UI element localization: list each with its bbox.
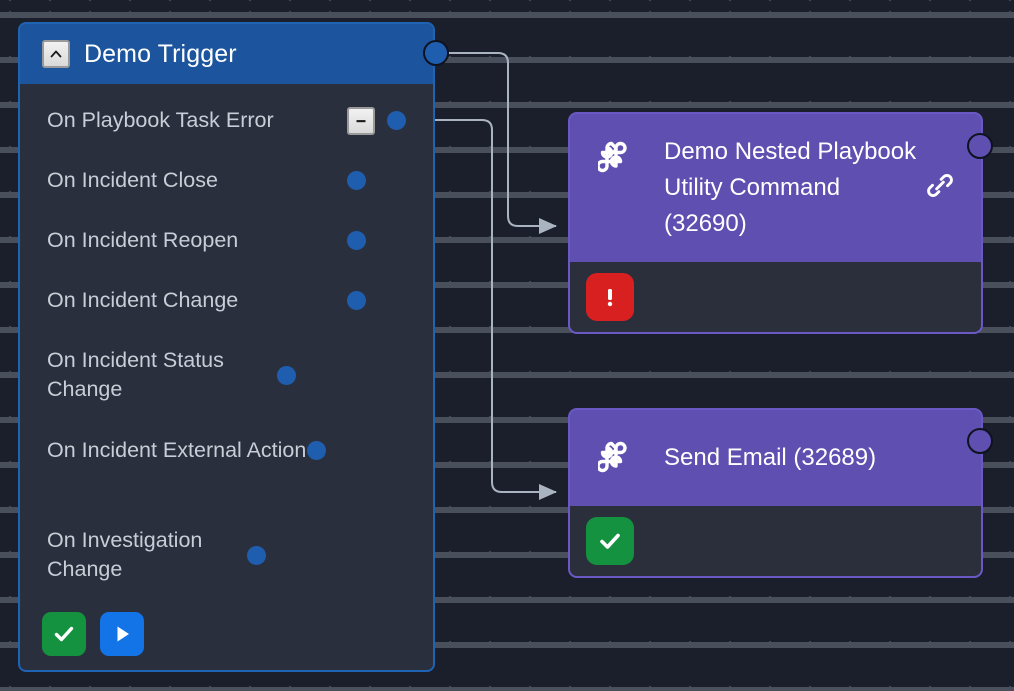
trigger-output-port[interactable] (423, 40, 449, 66)
task-node-status-bar (570, 262, 981, 332)
chevron-up-icon[interactable] (42, 40, 70, 68)
trigger-node-footer (42, 612, 144, 656)
trigger-row-on-incident-close[interactable]: On Incident Close (20, 166, 433, 195)
command-icon (596, 437, 638, 482)
link-icon[interactable] (925, 171, 955, 206)
task-node-demo-nested-playbook-utility-command[interactable]: Demo Nested Playbook Utility Command (32… (568, 112, 983, 334)
task-node-status-bar (570, 506, 981, 576)
trigger-row-label: On Investigation Change (47, 528, 203, 581)
task-node-header[interactable]: Demo Nested Playbook Utility Command (32… (570, 114, 981, 262)
command-icon (596, 137, 638, 182)
trigger-row-on-investigation-change[interactable]: On Investigation Change (20, 526, 433, 584)
minus-icon[interactable] (347, 106, 375, 135)
check-icon[interactable] (42, 612, 86, 656)
trigger-row-output-port[interactable] (247, 545, 266, 565)
trigger-node[interactable]: Demo Trigger On Playbook Task Error On I… (18, 22, 435, 672)
trigger-row-output-port[interactable] (387, 111, 406, 130)
trigger-row-output-port[interactable] (347, 291, 366, 310)
check-icon[interactable] (586, 517, 634, 565)
trigger-node-body: On Playbook Task Error On Incident Close… (20, 84, 433, 670)
error-icon[interactable] (586, 273, 634, 321)
trigger-row-on-incident-change[interactable]: On Incident Change (20, 286, 433, 315)
trigger-node-header[interactable]: Demo Trigger (20, 24, 433, 84)
trigger-row-label: On Incident Change (47, 288, 239, 312)
trigger-row-on-incident-external-action[interactable]: On Incident External Action (20, 436, 433, 465)
trigger-row-output-port[interactable] (347, 231, 366, 250)
trigger-row-on-incident-status-change[interactable]: On Incident Status Change (20, 346, 433, 404)
task-node-send-email[interactable]: Send Email (32689) (568, 408, 983, 578)
trigger-row-on-incident-reopen[interactable]: On Incident Reopen (20, 226, 433, 255)
edge-task-error-to-send-email (414, 119, 557, 500)
task-node-title: Demo Nested Playbook Utility Command (32… (664, 138, 917, 237)
edge-trigger-to-demo-nested (445, 52, 557, 234)
trigger-row-label: On Incident Status Change (47, 348, 224, 401)
task-node-title: Send Email (32689) (664, 444, 877, 471)
trigger-row-on-playbook-task-error[interactable]: On Playbook Task Error (20, 106, 433, 135)
trigger-row-output-port[interactable] (277, 365, 296, 385)
trigger-row-label: On Incident Reopen (47, 228, 239, 252)
trigger-node-title: Demo Trigger (84, 39, 237, 68)
play-icon[interactable] (100, 612, 144, 656)
task-node-0-output-port[interactable] (967, 133, 993, 159)
task-node-header[interactable]: Send Email (32689) (570, 410, 981, 506)
trigger-row-label: On Incident Close (47, 168, 218, 192)
trigger-row-label: On Playbook Task Error (47, 108, 274, 132)
trigger-row-output-port[interactable] (347, 171, 366, 190)
task-node-1-output-port[interactable] (967, 428, 993, 454)
trigger-row-output-port[interactable] (307, 441, 326, 460)
trigger-row-label: On Incident External Action (47, 438, 307, 462)
